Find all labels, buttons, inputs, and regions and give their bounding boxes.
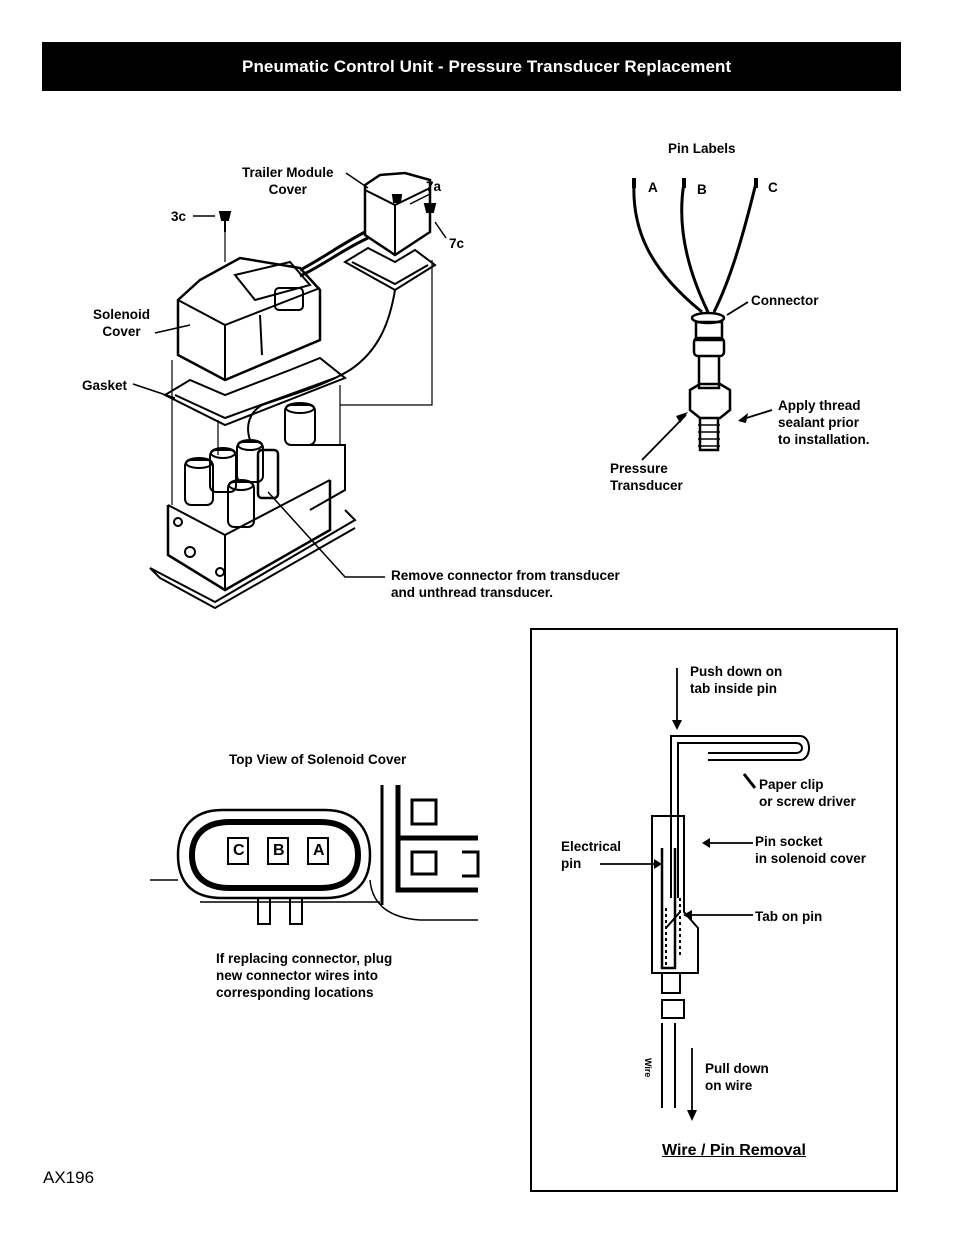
- electrical-pin-label: Electrical pin: [561, 839, 622, 871]
- harness-wires-drawing: [299, 230, 369, 278]
- page-title: Pneumatic Control Unit - Pressure Transd…: [242, 57, 732, 76]
- replace-connector-note: If replacing connector, plug new connect…: [216, 951, 393, 1000]
- pin-c-label: C: [768, 180, 778, 195]
- label-7a: 7a: [426, 179, 442, 194]
- valve-body-drawing: [149, 444, 357, 610]
- assembly-leader-lines: [132, 172, 447, 578]
- transducer-arrowheads: [676, 412, 748, 423]
- socket-a-label: A: [313, 842, 325, 859]
- pull-down-label: Pull down on wire: [705, 1061, 769, 1093]
- transducer-wires-drawing: [632, 182, 758, 314]
- gasket-drawing: [162, 356, 347, 427]
- wire-text: Wire: [643, 1058, 653, 1078]
- remove-connector-note: Remove connector from transducer and unt…: [391, 568, 620, 600]
- transducer-leader-lines: [641, 301, 773, 461]
- screws-drawing: [218, 194, 437, 232]
- solenoid-cover-label: Solenoid Cover: [93, 307, 150, 339]
- trailer-module-cover-label: Trailer Module Cover: [242, 165, 334, 197]
- transducer-wires-tips: [632, 178, 758, 188]
- pin-socket-label: Pin socket in solenoid cover: [755, 834, 867, 866]
- assembly-guide-lines: [171, 230, 433, 505]
- pin-removal-drawing: [600, 668, 810, 1121]
- thread-sealant-note: Apply thread sealant prior to installati…: [778, 398, 870, 447]
- label-3c: 3c: [171, 209, 187, 224]
- transducer-drawing: [688, 311, 732, 452]
- solenoid-cover-drawing: [176, 256, 322, 382]
- socket-c-label: C: [233, 842, 245, 859]
- harness-to-body-wire: [247, 289, 396, 441]
- wire-pin-removal-title: Wire / Pin Removal: [662, 1142, 806, 1159]
- pin-labels-heading: Pin Labels: [668, 141, 736, 156]
- label-7c: 7c: [449, 236, 465, 251]
- pin-a-label: A: [648, 180, 658, 195]
- tab-on-pin-label: Tab on pin: [755, 909, 823, 924]
- solenoid-valves-drawing: [184, 402, 316, 528]
- trailer-module-cover-drawing: [343, 171, 437, 292]
- socket-b-label: B: [273, 842, 285, 859]
- connector-label: Connector: [751, 293, 819, 308]
- page-id: AX196: [43, 1168, 95, 1187]
- paper-clip-label: Paper clip or screw driver: [759, 777, 856, 809]
- page-header: Pneumatic Control Unit - Pressure Transd…: [42, 42, 901, 91]
- gasket-label: Gasket: [82, 378, 128, 393]
- pin-b-label: B: [697, 182, 707, 197]
- wire-pin-removal-box: Push down on tab inside pin Paper clip o…: [530, 628, 898, 1192]
- top-view-drawing: [150, 785, 480, 925]
- push-down-label: Push down on tab inside pin: [690, 664, 783, 696]
- top-view-title: Top View of Solenoid Cover: [229, 752, 407, 767]
- pressure-transducer-label: Pressure Transducer: [610, 461, 683, 493]
